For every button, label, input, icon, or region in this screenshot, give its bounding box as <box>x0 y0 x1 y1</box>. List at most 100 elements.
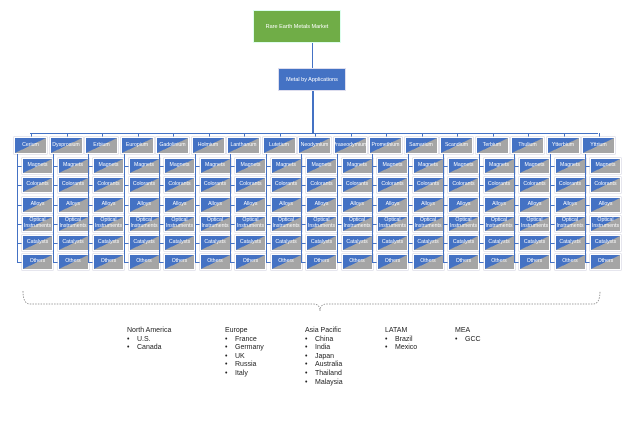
application-node: Others <box>590 254 621 270</box>
metal-node: Holmium <box>191 137 225 154</box>
connector <box>123 185 129 186</box>
application-label: Others <box>136 258 152 265</box>
bullet-icon: • <box>385 335 388 343</box>
connector <box>52 262 58 263</box>
country-label: Japan <box>315 352 335 360</box>
connector <box>549 185 555 186</box>
application-label: Optical Instruments <box>201 217 229 229</box>
country-item: •U.S. <box>127 336 171 345</box>
region-block: North America•U.S.•Canada <box>127 327 171 353</box>
connector <box>102 133 103 137</box>
application-label: Optical Instruments <box>449 217 478 229</box>
application-label: Magnets <box>240 162 261 169</box>
application-label: Catalysts <box>168 239 191 246</box>
connector <box>549 262 555 263</box>
application-node: Catalysts <box>93 235 124 251</box>
connector <box>443 166 448 167</box>
connector <box>159 185 164 186</box>
application-node: Colorants <box>93 177 124 193</box>
connector <box>457 133 458 137</box>
application-label: Catalysts <box>452 239 475 246</box>
connector <box>336 166 342 167</box>
application-label: Alloys <box>243 201 258 208</box>
country-item: •Italy <box>225 370 264 379</box>
application-node: Optical Instruments <box>57 216 89 232</box>
connector <box>585 166 590 167</box>
connector <box>372 205 377 206</box>
connector <box>52 154 54 263</box>
country-label: Italy <box>235 369 248 377</box>
bullet-icon: • <box>225 344 228 352</box>
application-label: Alloys <box>30 201 45 208</box>
application-node: Optical Instruments <box>412 216 444 232</box>
metal-label: Praseodymium <box>333 141 367 148</box>
application-node: Magnets <box>483 158 515 174</box>
application-label: Magnets <box>169 162 190 169</box>
connector <box>336 224 342 225</box>
application-node: Alloys <box>306 197 337 213</box>
country-label: UK <box>235 352 245 360</box>
country-item: •Canada <box>127 344 171 353</box>
application-label: Colorants <box>594 181 617 188</box>
connector <box>88 243 93 244</box>
application-label: Colorants <box>239 181 262 188</box>
bullet-icon: • <box>127 344 130 352</box>
country-label: Brazil <box>395 335 413 343</box>
application-label: Alloys <box>421 201 435 208</box>
application-label: Colorants <box>274 181 298 188</box>
country-item: •GCC <box>455 336 481 345</box>
bullet-icon: • <box>127 335 130 343</box>
bullet-icon: • <box>305 344 308 352</box>
application-node: Others <box>412 254 444 270</box>
application-label: Magnets <box>524 162 545 169</box>
connector <box>265 185 271 186</box>
application-label: Others <box>65 258 81 265</box>
application-node: Catalysts <box>377 235 408 251</box>
country-label: Russia <box>235 361 257 369</box>
metal-label: Scandium <box>444 141 469 148</box>
application-label: Catalysts <box>62 239 84 246</box>
connector <box>159 243 164 244</box>
connector <box>159 224 164 225</box>
metal-label: Europium <box>125 141 149 148</box>
connector <box>159 205 164 206</box>
application-node: Magnets <box>590 158 621 174</box>
connector <box>17 185 22 186</box>
application-node: Optical Instruments <box>270 216 302 232</box>
application-label: Others <box>242 258 259 265</box>
connector <box>52 185 58 186</box>
metal-label: Neodymium <box>300 141 329 148</box>
metal-label: Promethium <box>371 141 400 148</box>
application-label: Others <box>597 258 614 265</box>
application-node: Catalysts <box>164 235 195 251</box>
application-node: Catalysts <box>590 235 621 251</box>
connector <box>17 154 18 263</box>
connector <box>585 154 586 263</box>
application-node: Optical Instruments <box>164 216 195 232</box>
connector <box>514 243 519 244</box>
application-label: Colorants <box>97 181 120 188</box>
connector <box>407 205 413 206</box>
application-label: Alloys <box>456 201 471 208</box>
connector <box>230 185 235 186</box>
connector <box>301 166 306 167</box>
application-label: Alloys <box>314 201 329 208</box>
connector <box>230 166 235 167</box>
connector <box>88 205 93 206</box>
connector <box>159 166 164 167</box>
connector <box>52 224 58 225</box>
connector <box>265 154 267 263</box>
metal-label: Ytterbium <box>551 141 575 148</box>
connector <box>549 205 555 206</box>
metal-node: Samarium <box>404 137 438 154</box>
connector <box>549 166 555 167</box>
connector <box>159 262 164 263</box>
application-node: Others <box>22 254 53 270</box>
connector <box>372 224 377 225</box>
connector <box>312 43 313 68</box>
connector <box>159 154 160 263</box>
connector <box>194 205 200 206</box>
application-label: Colorants <box>26 181 49 188</box>
connector <box>585 185 590 186</box>
connector <box>265 262 271 263</box>
